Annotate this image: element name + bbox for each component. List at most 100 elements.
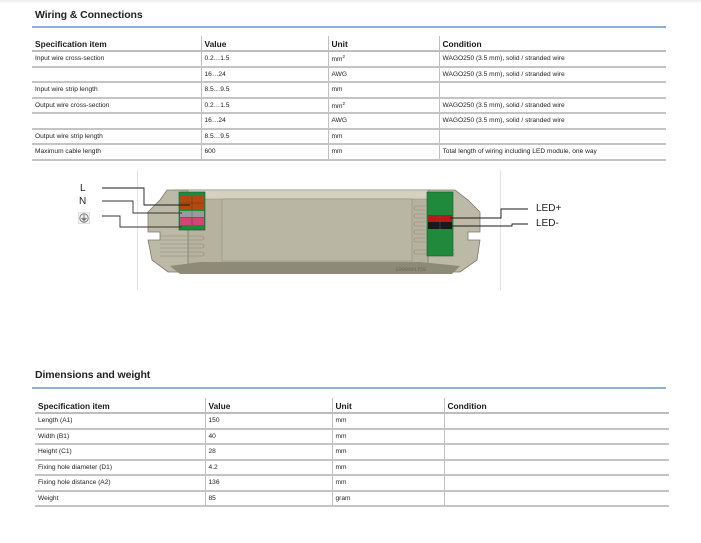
- wiring-title-rule: [32, 26, 666, 28]
- dimensions-table: Specification item Value Unit Condition …: [35, 398, 669, 507]
- label-neutral: N: [79, 196, 87, 207]
- header-unit: Unit: [327, 36, 439, 52]
- cell-unit: mm: [331, 459, 444, 476]
- cell-unit: AWG: [327, 66, 439, 83]
- cell-value: 0.2…1.5: [200, 97, 328, 114]
- wiring-table: Specification item Value Unit Condition …: [32, 36, 666, 161]
- cell-value: 16…24: [200, 113, 328, 130]
- dimensions-section-title: Dimensions and weight: [35, 369, 151, 381]
- protective-earth-icon: [78, 211, 90, 224]
- cell-condition: [443, 459, 669, 476]
- cell-value: 8.5…9.5: [200, 82, 328, 99]
- cell-unit: mm2: [327, 97, 439, 114]
- cell-value: 16…24: [200, 66, 328, 83]
- cell-value: 600: [200, 144, 328, 161]
- cell-unit: mm: [331, 413, 444, 430]
- cell-condition: Total length of wiring including LED mod…: [438, 144, 666, 161]
- cell-condition: WAGO250 (3.5 mm), solid / stranded wire: [438, 113, 666, 130]
- input-wires: [102, 187, 190, 228]
- cell-condition: [443, 490, 669, 507]
- page-top-shade: [0, 0, 701, 4]
- output-terminal-block: [426, 191, 454, 257]
- driver-drawing: E000001758: [102, 187, 528, 274]
- superscript-two: 2: [342, 100, 346, 106]
- cell-condition: [443, 475, 669, 492]
- cell-value: 4.2: [204, 459, 332, 476]
- cell-spec-item: Length (A1): [35, 413, 205, 430]
- wiring-table-header: Specification item Value Unit Condition: [32, 36, 666, 52]
- cell-condition: [438, 82, 666, 99]
- header-value: Value: [200, 36, 328, 52]
- cell-spec-item: Width (B1): [35, 428, 205, 445]
- cell-spec-item: Height (C1): [35, 444, 205, 461]
- cell-spec-item: Input wire strip length: [32, 82, 201, 99]
- cell-spec-item: Input wire cross-section: [32, 51, 201, 68]
- wiring-section-title: Wiring & Connections: [35, 9, 143, 21]
- cell-unit: AWG: [327, 113, 439, 130]
- cell-spec-item: Maximum cable length: [32, 144, 201, 161]
- cell-value: 40: [204, 428, 332, 445]
- cell-condition: WAGO250 (3.5 mm), solid / stranded wire: [438, 51, 666, 68]
- label-live: L: [80, 183, 86, 194]
- cell-value: 150: [204, 413, 332, 430]
- cell-unit: gram: [331, 490, 444, 507]
- header-value: Value: [204, 398, 332, 414]
- cell-spec-item: Output wire strip length: [32, 128, 201, 145]
- cell-unit: mm: [331, 444, 444, 461]
- cell-unit: mm: [327, 82, 439, 99]
- header-unit: Unit: [331, 398, 444, 414]
- cell-unit: mm: [331, 475, 444, 492]
- wiring-diagram: L N LED+ LED- E000001758: [60, 170, 620, 290]
- cell-condition: [443, 444, 669, 461]
- output-wires: [450, 208, 528, 227]
- image-frame-left: [137, 170, 138, 290]
- dimensions-title-rule: [32, 387, 666, 389]
- cell-unit: mm: [327, 144, 439, 161]
- header-condition: Condition: [443, 398, 669, 414]
- cell-unit: mm: [331, 428, 444, 445]
- vent-slots-right: [413, 205, 455, 255]
- label-led-negative: LED-: [536, 218, 559, 229]
- image-frame-right: [500, 170, 501, 290]
- cell-spec-item: Fixing hole distance (A2): [35, 475, 205, 492]
- cell-value: 0.2…1.5: [200, 51, 328, 68]
- cell-condition: [443, 428, 669, 445]
- cell-unit: mm2: [327, 51, 439, 68]
- cell-condition: WAGO250 (3.5 mm), solid / stranded wire: [438, 66, 666, 83]
- cell-unit: mm: [327, 128, 439, 145]
- cell-value: 136: [204, 475, 332, 492]
- cell-spec-item: [32, 113, 201, 130]
- header-spec-item: Specification item: [35, 398, 205, 414]
- cell-value: 8.5…9.5: [200, 128, 328, 145]
- svg-text:E000001758: E000001758: [396, 267, 426, 273]
- header-condition: Condition: [438, 36, 666, 52]
- cell-value: 28: [204, 444, 332, 461]
- dimensions-table-header: Specification item Value Unit Condition: [35, 398, 669, 414]
- cell-condition: [438, 128, 666, 145]
- cell-spec-item: Fixing hole diameter (D1): [35, 459, 205, 476]
- cell-spec-item: Weight: [35, 490, 205, 507]
- input-terminal-block: [178, 191, 206, 231]
- cell-condition: [443, 413, 669, 430]
- cell-spec-item: Output wire cross-section: [32, 97, 201, 114]
- label-led-positive: LED+: [536, 203, 562, 214]
- header-spec-item: Specification item: [32, 36, 201, 52]
- superscript-two: 2: [342, 54, 346, 60]
- driver-housing: E000001758: [147, 189, 481, 274]
- cell-condition: WAGO250 (3.5 mm), solid / stranded wire: [438, 97, 666, 114]
- cell-spec-item: [32, 66, 201, 83]
- cell-value: 85: [204, 490, 332, 507]
